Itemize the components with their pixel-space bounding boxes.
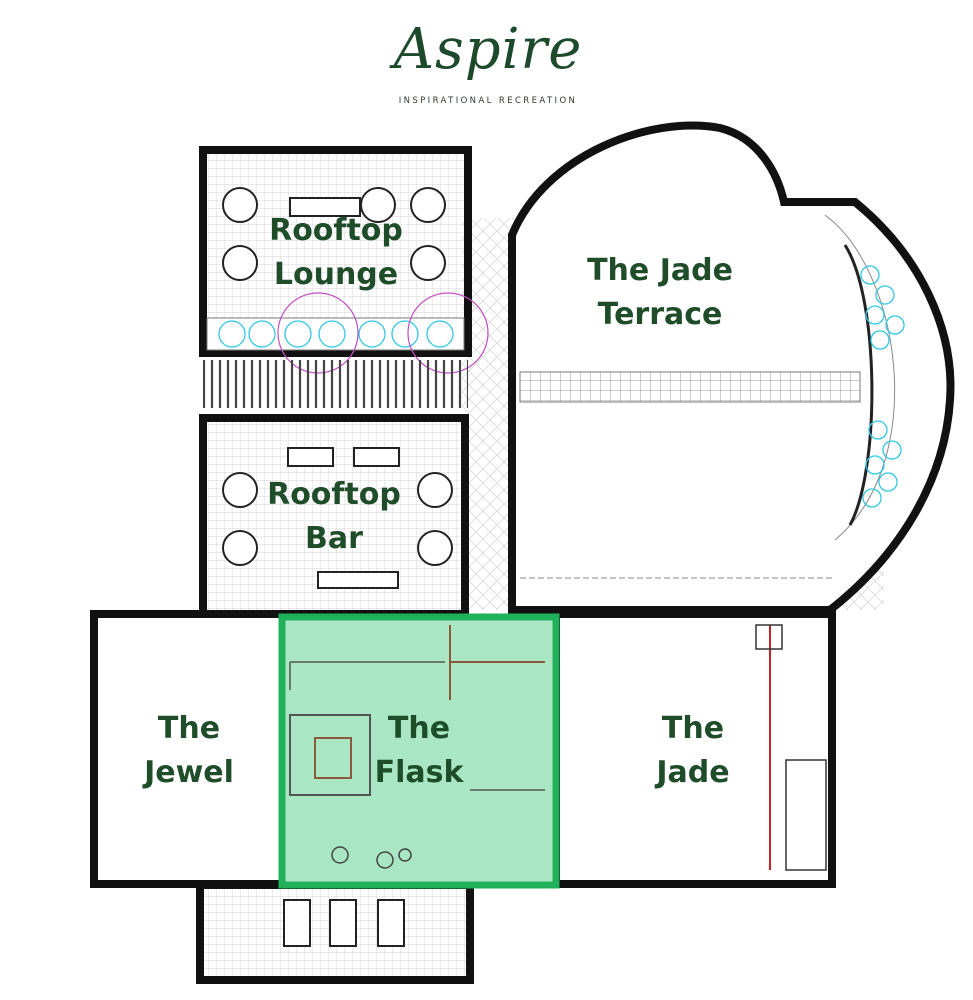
room-label-flask[interactable]: The Flask (339, 707, 499, 795)
room-label-rooftop-bar[interactable]: Rooftop Bar (234, 473, 434, 561)
water-feature (218, 320, 454, 348)
brand-logo: Aspire INSPIRATIONAL RECREATION (380, 10, 596, 106)
room-label-line2: Bar (305, 521, 363, 556)
room-rooftop-lounge-outline (199, 146, 489, 374)
logo-text: Aspire (393, 17, 583, 82)
room-label-line2: Lounge (273, 257, 399, 292)
room-label-line2: Terrace (597, 297, 723, 332)
bottom-patio-outline (196, 881, 474, 984)
bar-tables (222, 447, 453, 589)
room-label-jade[interactable]: The Jade (613, 707, 773, 795)
brand-tagline: INSPIRATIONAL RECREATION (398, 96, 578, 106)
stair-connector (203, 360, 468, 408)
room-jade-outline (552, 610, 836, 888)
lounge-tables (222, 187, 446, 281)
room-label-jade-terrace[interactable]: The Jade Terrace (560, 249, 760, 337)
room-label-line2: Jewel (144, 755, 234, 790)
room-label-line2: Flask (374, 755, 464, 790)
room-label-jewel[interactable]: The Jewel (109, 707, 269, 795)
room-label-line1: Rooftop (269, 213, 403, 248)
room-label-line1: The (157, 711, 221, 746)
room-label-line1: Rooftop (267, 477, 401, 512)
terrace-water-feature (860, 265, 905, 508)
room-flask-outline (278, 613, 560, 889)
room-label-line1: The (661, 711, 725, 746)
patio-tables (283, 899, 405, 947)
room-rooftop-bar-outline (199, 414, 469, 618)
room-label-line1: The Jade (587, 253, 733, 288)
room-label-line2: Jade (656, 755, 730, 790)
room-jade-terrace-outline (508, 121, 955, 614)
room-label-line1: The (387, 711, 451, 746)
room-label-rooftop-lounge[interactable]: Rooftop Lounge (236, 209, 436, 297)
terrace-walkway (519, 371, 861, 403)
